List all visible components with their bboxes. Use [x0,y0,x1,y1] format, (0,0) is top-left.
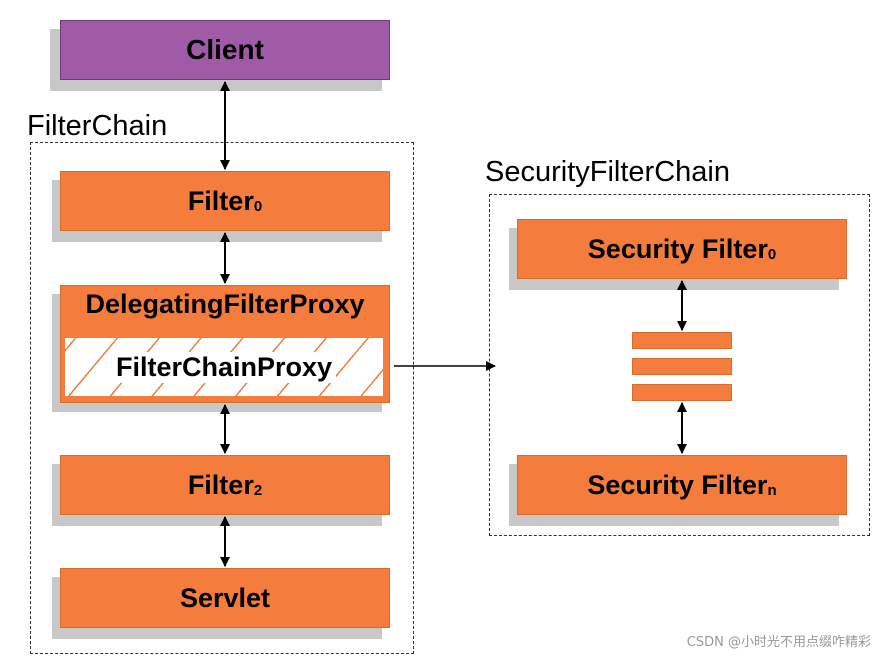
security-filtern-subscript: n [767,481,777,499]
security-filter0-subscript: 0 [767,245,777,263]
client-box: Client [60,20,390,80]
security-filtern-label: Security Filter [587,469,768,500]
filter0-subscript: 0 [253,197,263,215]
delegating-filter-proxy-label: DelegatingFilterProxy [85,289,365,319]
filter2-label: Filter [187,469,254,500]
filterchain-title: FilterChain [27,110,168,142]
filter0-label: Filter [187,185,254,216]
filter-chain-proxy-label: FilterChainProxy [111,351,337,383]
ellipsis-bar-3 [632,384,732,401]
servlet-box: Servlet [60,568,390,628]
security-filter0-label: Security Filter [587,233,768,264]
ellipsis-bar-1 [632,332,732,349]
security-filterchain-title: SecurityFilterChain [485,156,730,188]
servlet-label: Servlet [179,582,271,613]
filter-chain-proxy-box: FilterChainProxy [64,337,384,397]
ellipsis-bar-2 [632,358,732,375]
watermark: CSDN @小时光不用点缀咋精彩 [686,635,871,650]
client-label: Client [186,34,264,65]
filter2-subscript: 2 [253,481,263,499]
